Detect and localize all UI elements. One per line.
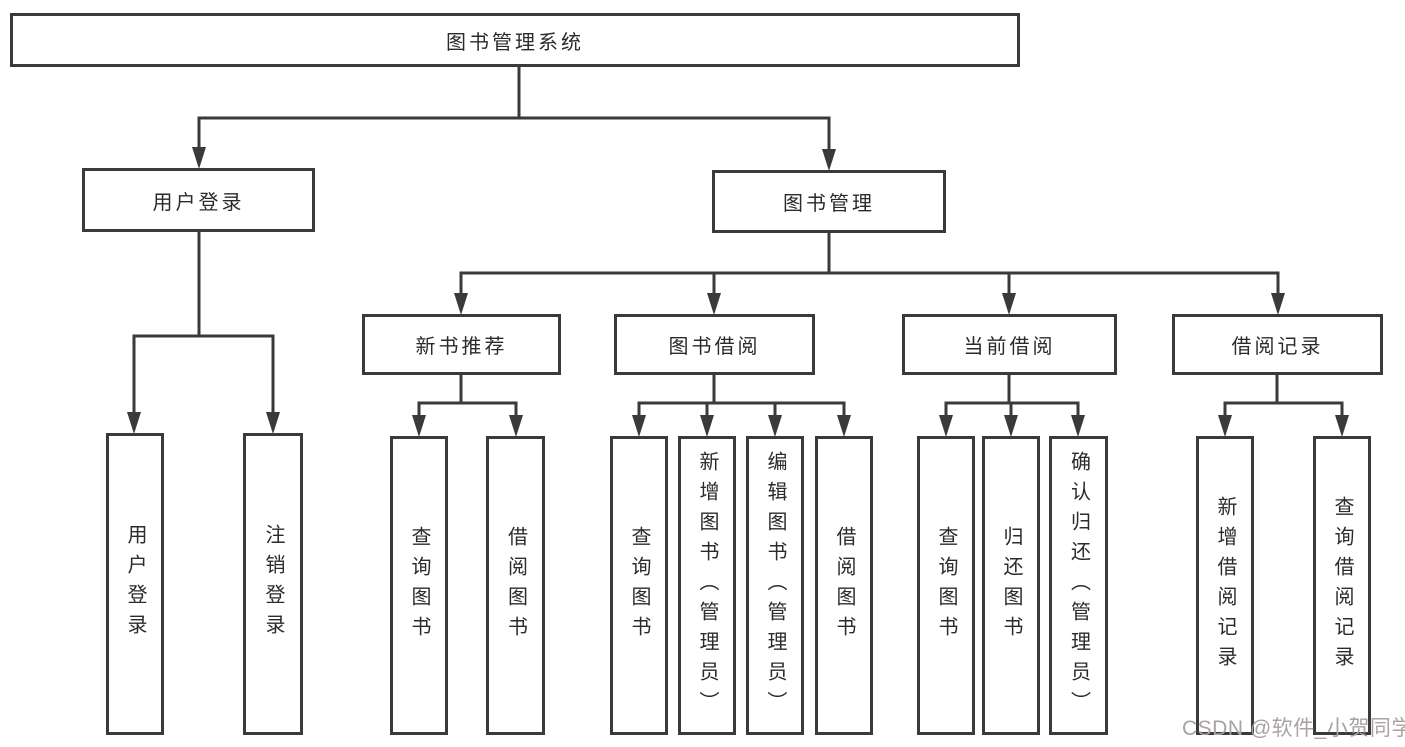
node-label: 当前借阅 xyxy=(963,336,1056,358)
node-label: 图书借阅 xyxy=(668,336,761,358)
leaf-borrow-books: 借阅图书 xyxy=(815,436,873,735)
leaf-label: 查询借阅记录 xyxy=(1331,495,1353,676)
leaf-add-books-admin: 新增图书（管理员） xyxy=(678,436,736,735)
leaf-label: 归还图书 xyxy=(1000,525,1022,646)
leaf-borrow-books-recommend: 借阅图书 xyxy=(486,436,545,735)
node-new-book-recommend: 新书推荐 xyxy=(362,314,561,375)
leaf-label: 新增借阅记录 xyxy=(1214,495,1236,676)
node-label: 图书管理系统 xyxy=(446,31,584,54)
leaf-label: 确认归还（管理员） xyxy=(1067,450,1090,721)
node-user-login: 用户登录 xyxy=(82,168,315,232)
leaf-query-books-current: 查询图书 xyxy=(917,436,975,735)
leaf-label: 借阅图书 xyxy=(833,525,855,646)
csdn-watermark: CSDN @软件_小贺同学 xyxy=(1182,717,1405,740)
node-label: 借阅记录 xyxy=(1231,336,1324,358)
node-library-management-system: 图书管理系统 xyxy=(10,13,1020,67)
leaf-label: 新增图书（管理员） xyxy=(696,450,718,721)
node-label: 新书推荐 xyxy=(415,336,508,358)
node-book-borrowing: 图书借阅 xyxy=(614,314,815,375)
leaf-label: 查询图书 xyxy=(628,525,650,646)
leaf-label: 借阅图书 xyxy=(504,525,527,646)
leaf-user-login: 用户登录 xyxy=(106,433,164,735)
leaf-edit-books-admin: 编辑图书（管理员） xyxy=(746,436,804,735)
node-current-borrowing: 当前借阅 xyxy=(902,314,1117,375)
leaf-label: 查询图书 xyxy=(935,525,957,646)
leaf-query-borrow-record: 查询借阅记录 xyxy=(1313,436,1371,735)
leaf-label: 用户登录 xyxy=(124,524,146,644)
leaf-label: 编辑图书（管理员） xyxy=(764,450,786,721)
node-borrowing-records: 借阅记录 xyxy=(1172,314,1383,375)
node-label: 用户登录 xyxy=(152,191,245,214)
leaf-return-books: 归还图书 xyxy=(982,436,1040,735)
leaf-add-borrow-record: 新增借阅记录 xyxy=(1196,436,1254,735)
node-label: 图书管理 xyxy=(783,193,875,215)
node-book-management: 图书管理 xyxy=(712,170,946,233)
leaf-label: 查询图书 xyxy=(408,525,430,646)
leaf-confirm-return-admin: 确认归还（管理员） xyxy=(1049,436,1108,735)
leaf-logout-login: 注销登录 xyxy=(243,433,303,735)
arrowhead-icons xyxy=(127,147,1349,437)
leaf-query-books-borrowing: 查询图书 xyxy=(610,436,668,735)
leaf-query-books-recommend: 查询图书 xyxy=(390,436,448,735)
leaf-label: 注销登录 xyxy=(262,524,284,644)
